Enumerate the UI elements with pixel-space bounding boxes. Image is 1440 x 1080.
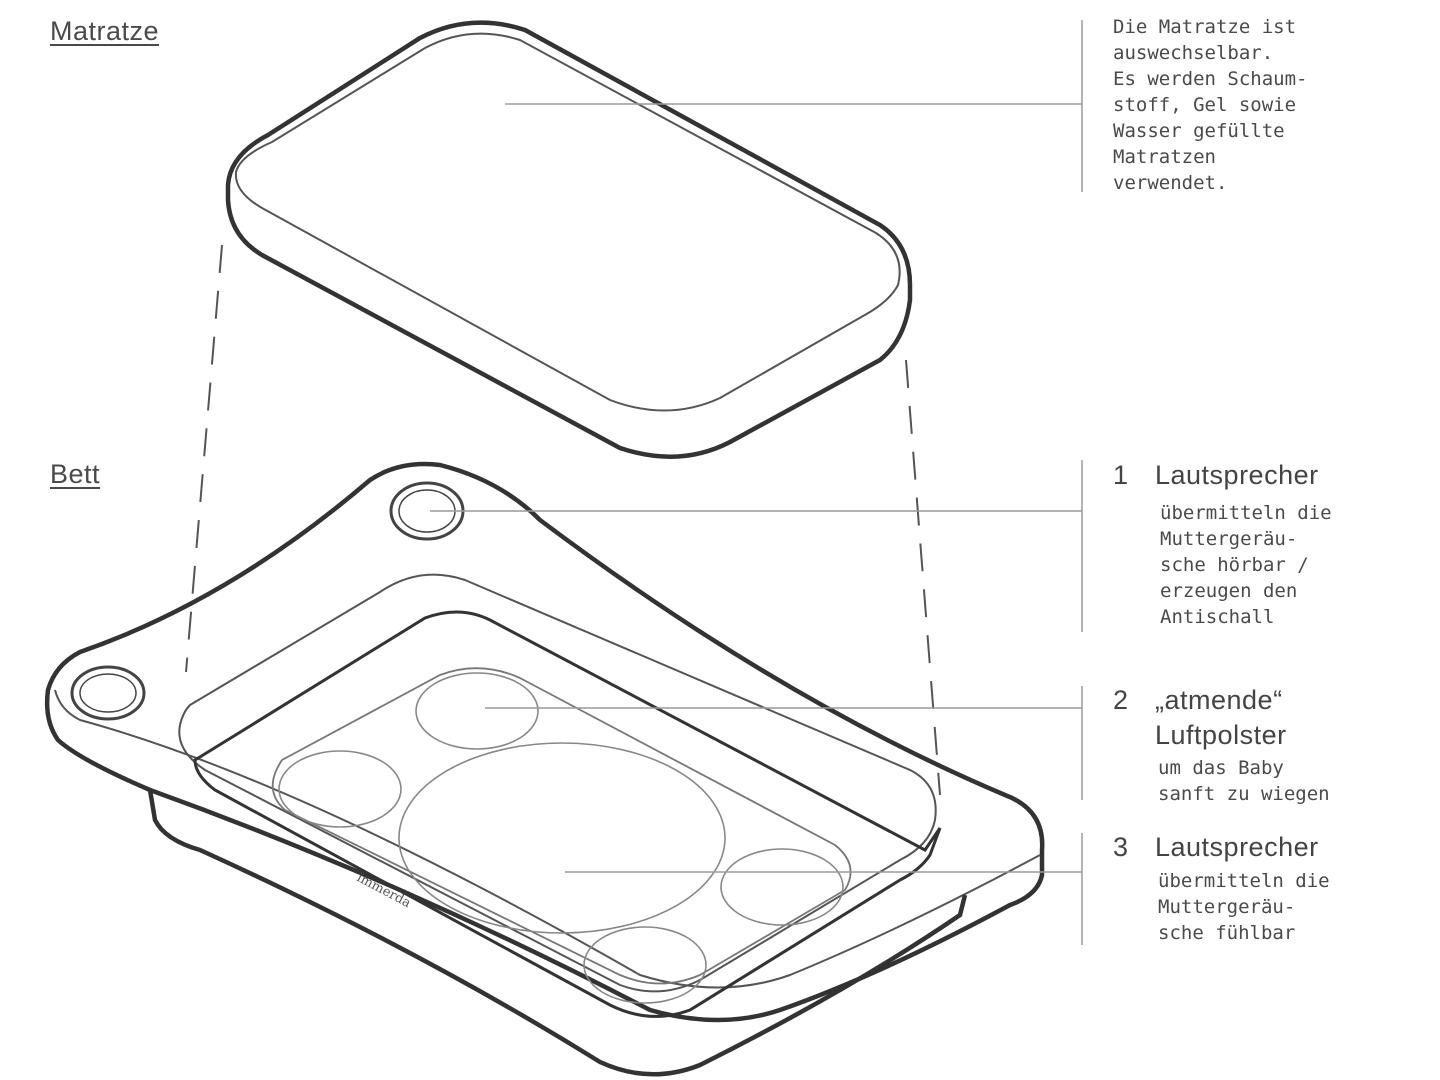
bed-tray-inner [193, 610, 942, 1018]
air-cushion-panel [271, 667, 852, 985]
air-cushions [278, 672, 844, 1004]
feature-2-text: um das Baby sanft zu wiegen [1158, 757, 1330, 805]
feature-3-title: Lautsprecher [1155, 832, 1319, 862]
bed-illustration: immerda [44, 461, 1045, 1077]
feature-2-title: „atmende“ Luftpolster [1155, 685, 1287, 750]
mattress-illustration [225, 20, 913, 459]
bed-base [147, 789, 968, 1077]
bed-tray-rim [178, 573, 937, 993]
feature-1-title: Lautsprecher [1155, 460, 1319, 490]
mattress-title: Matratze [50, 16, 160, 46]
leader-lines [430, 20, 1083, 945]
mattress-top-face [234, 32, 901, 412]
mattress-outline [225, 20, 913, 459]
feature-3-text: übermitteln die Muttergeräu- sche fühlba… [1158, 870, 1330, 944]
mattress-note: Die Matratze ist auswechselbar. Es werde… [1113, 16, 1308, 194]
feature-3-number: 3 [1113, 832, 1129, 862]
feature-2-number: 2 [1113, 685, 1129, 715]
projection-lines [185, 244, 941, 796]
bed-outer-rim [44, 461, 1045, 1023]
feature-1-text: übermitteln die Muttergeräu- sche hörbar… [1160, 502, 1332, 628]
bed-title: Bett [50, 459, 101, 489]
feature-1-number: 1 [1113, 460, 1129, 490]
corner-speaker-left [70, 665, 146, 721]
